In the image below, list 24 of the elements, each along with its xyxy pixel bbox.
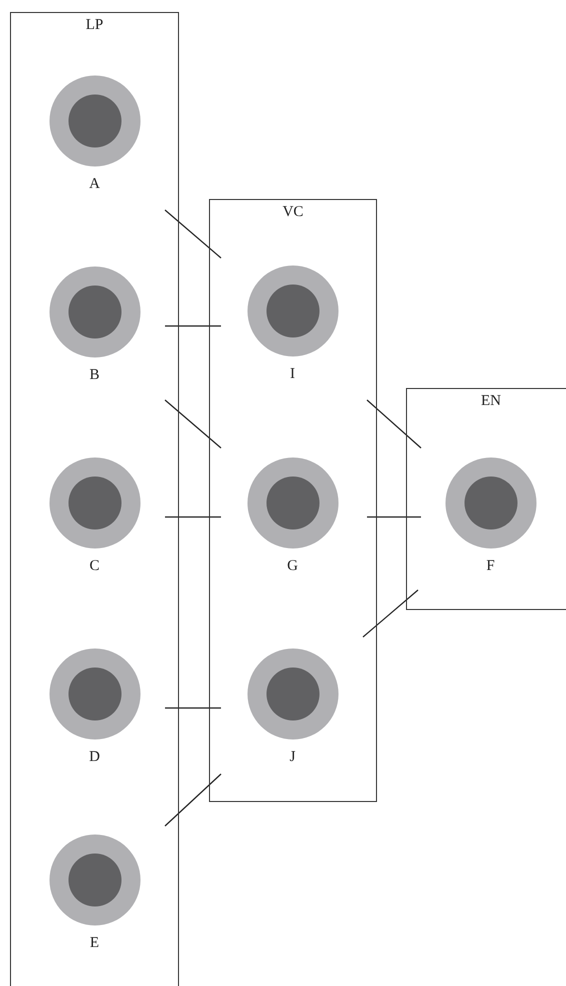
node-label: G (286, 556, 299, 574)
connector-line (362, 590, 418, 638)
node-label: B (88, 366, 100, 384)
connector-line (164, 774, 222, 826)
node-label: I (289, 364, 296, 382)
connector-line (165, 707, 221, 709)
panel-label: EN (480, 393, 502, 410)
connector-line (366, 400, 422, 448)
connector-line (165, 325, 221, 327)
node-label: D (88, 748, 101, 766)
panel-label: VC (282, 204, 304, 221)
node-label: J (288, 748, 296, 766)
node-label: F (485, 556, 496, 574)
panel-label: LP (84, 17, 104, 34)
connector-line (165, 516, 221, 518)
node-label: E (88, 934, 100, 952)
connector-line (164, 400, 222, 448)
panel-box (406, 388, 566, 610)
panel-box (10, 12, 179, 986)
node-label: A (88, 174, 101, 192)
connector-line (367, 516, 421, 518)
panel-box (209, 199, 377, 802)
node-label: C (88, 556, 100, 574)
connector-line (164, 210, 222, 258)
